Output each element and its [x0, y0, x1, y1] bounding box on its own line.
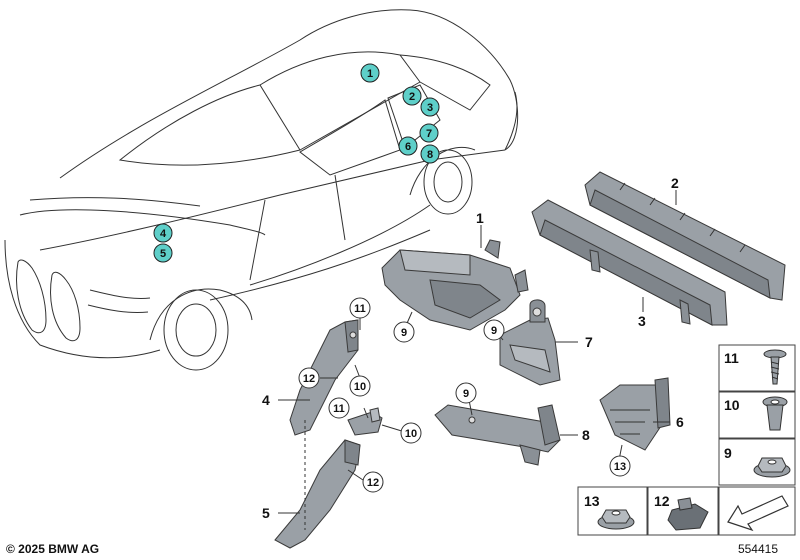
circle-callout[interactable]: 13 — [609, 455, 631, 477]
svg-text:2: 2 — [409, 91, 415, 103]
svg-text:13: 13 — [584, 493, 600, 509]
svg-text:10: 10 — [405, 428, 417, 440]
part-label: 6 — [676, 414, 684, 430]
circle-callout[interactable]: 11 — [349, 297, 371, 319]
circle-callout[interactable]: 12 — [362, 471, 384, 493]
svg-text:10: 10 — [724, 397, 740, 413]
legend-box-arrow — [718, 486, 796, 536]
circle-callout[interactable]: 9 — [455, 382, 477, 404]
svg-text:12: 12 — [303, 373, 315, 385]
svg-text:11: 11 — [354, 303, 366, 315]
svg-text:11: 11 — [333, 403, 345, 415]
svg-text:9: 9 — [724, 445, 732, 461]
part-2-bracket[interactable] — [584, 171, 786, 301]
circle-callouts: 11 12 10 11 10 12 9 9 — [298, 297, 631, 493]
car-callouts: 1 2 3 7 6 8 4 5 — [153, 63, 440, 263]
svg-text:9: 9 — [491, 325, 497, 337]
clip-part[interactable] — [347, 407, 383, 436]
expanding-nut-icon — [762, 396, 788, 431]
circle-callout[interactable]: 10 — [400, 422, 422, 444]
circle-callout[interactable]: 11 — [328, 397, 350, 419]
car-callout[interactable]: 1 — [360, 63, 380, 83]
hex-nut-icon — [753, 457, 791, 478]
legend-box-clip[interactable]: 12 — [647, 486, 719, 536]
car-callout[interactable]: 6 — [398, 136, 418, 156]
car-callout[interactable]: 4 — [153, 223, 173, 243]
part-3-bracket[interactable] — [531, 199, 728, 326]
part-label: 2 — [671, 175, 679, 191]
part-5-bracket[interactable] — [274, 439, 361, 549]
circle-callout[interactable]: 10 — [349, 375, 371, 397]
car-callout[interactable]: 8 — [420, 144, 440, 164]
copyright-text: © 2025 BMW AG — [6, 542, 100, 556]
part-label: 3 — [638, 313, 646, 329]
screw-icon — [763, 349, 787, 385]
diagram-id: 554415 — [737, 542, 778, 556]
parts — [274, 171, 786, 549]
svg-text:7: 7 — [426, 128, 432, 140]
part-8-bracket[interactable] — [434, 404, 561, 466]
svg-text:9: 9 — [401, 327, 407, 339]
svg-text:6: 6 — [405, 141, 411, 153]
part-label: 8 — [582, 427, 590, 443]
clip-icon — [667, 497, 709, 531]
part-label: 1 — [476, 210, 484, 226]
svg-text:8: 8 — [427, 149, 433, 161]
legend-box-flange-nut[interactable]: 13 — [577, 486, 648, 536]
circle-callout[interactable]: 9 — [483, 319, 505, 341]
part-label: 7 — [585, 334, 593, 350]
circle-callout[interactable]: 12 — [298, 367, 320, 389]
svg-text:5: 5 — [160, 248, 166, 260]
svg-text:3: 3 — [427, 102, 433, 114]
legend-box-expanding-nut[interactable]: 10 — [718, 391, 796, 439]
car-callout[interactable]: 7 — [419, 123, 439, 143]
svg-text:12: 12 — [654, 493, 670, 509]
svg-text:12: 12 — [367, 477, 379, 489]
legend-box-hex-nut[interactable]: 9 — [718, 438, 796, 486]
car-callout[interactable]: 3 — [420, 97, 440, 117]
legend: 11 10 9 — [577, 344, 796, 536]
part-label: 4 — [262, 392, 270, 408]
circle-callout[interactable]: 9 — [393, 321, 415, 343]
svg-text:11: 11 — [724, 350, 739, 366]
car-outline — [4, 9, 519, 371]
flange-nut-icon — [597, 509, 635, 530]
part-labels: 1 2 3 4 5 6 7 8 — [262, 175, 684, 521]
part-7-bracket[interactable] — [499, 299, 561, 386]
svg-text:4: 4 — [160, 228, 167, 240]
part-1-bracket[interactable] — [381, 239, 529, 331]
svg-text:9: 9 — [463, 388, 469, 400]
part-6-bracket[interactable] — [599, 377, 671, 451]
part-label: 5 — [262, 505, 270, 521]
car-callout[interactable]: 5 — [153, 243, 173, 263]
car-callout[interactable]: 2 — [402, 86, 422, 106]
svg-text:1: 1 — [367, 68, 373, 80]
svg-text:10: 10 — [354, 381, 366, 393]
legend-box-screw[interactable]: 11 — [718, 344, 796, 392]
arrow-icon — [727, 495, 789, 532]
svg-text:13: 13 — [614, 461, 626, 473]
